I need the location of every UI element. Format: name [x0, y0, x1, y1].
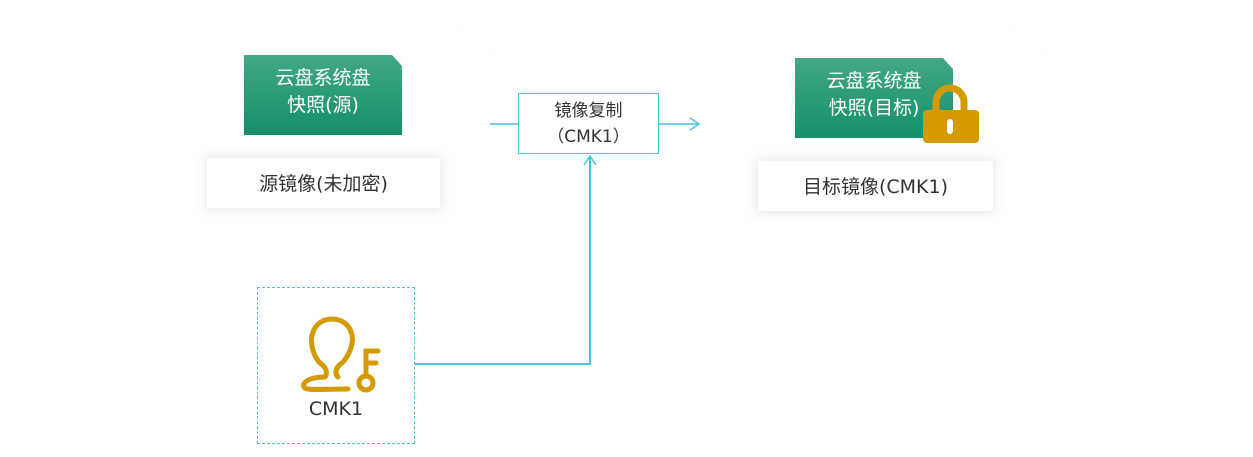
image-copy-process: 镜像复制 （CMK1） — [518, 93, 659, 154]
source-snapshot-line2: 快照(源) — [287, 94, 359, 116]
user-key-icon — [301, 316, 381, 393]
process-to-target-arrowhead — [689, 117, 701, 131]
key-to-process-line — [415, 156, 591, 365]
source-snapshot-line1: 云盘系统盘 — [275, 67, 371, 89]
source-snapshot: 云盘系统盘 快照(源) — [244, 55, 402, 135]
process-line1: 镜像复制 — [554, 101, 623, 121]
cmk-key-box: CMK1 — [257, 287, 415, 444]
key-to-process-arrowhead — [583, 154, 597, 166]
target-snapshot-line1: 云盘系统盘 — [826, 70, 922, 92]
source-image-label: 源镜像(未加密) — [207, 158, 440, 208]
process-line2: （CMK1） — [547, 127, 630, 147]
target-snapshot-line2: 快照(目标) — [828, 97, 920, 119]
target-snapshot: 云盘系统盘 快照(目标) — [795, 58, 953, 138]
lock-icon — [923, 84, 979, 143]
cmk-label: CMK1 — [308, 398, 364, 420]
target-image-label: 目标镜像(CMK1) — [758, 161, 993, 211]
